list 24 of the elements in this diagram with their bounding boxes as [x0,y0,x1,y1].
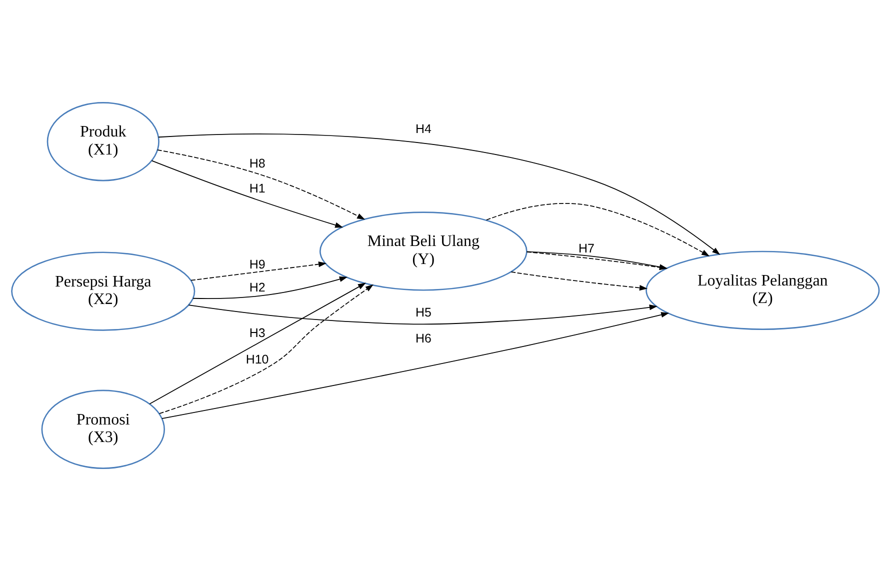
node-ellipse: Produk (X1) [46,102,160,181]
arrow [188,304,658,324]
edge-label: H1 [249,181,266,196]
edge-label: H10 [246,352,269,366]
arrow [159,284,374,414]
arrow [190,261,327,280]
edge-label: H5 [415,304,432,319]
arrow [158,133,720,254]
arrow [157,148,366,220]
node-ellipse: Promosi (X3) [41,389,165,468]
edge-label: H7 [578,240,594,255]
arrow [192,276,348,298]
arrow [486,202,710,256]
arrow [162,312,670,419]
arrow [149,282,366,404]
edge-label: H4 [415,121,432,136]
edge-label: H3 [249,325,266,340]
arrow [510,271,648,290]
edge-label: H8 [249,156,266,170]
edge-label: H2 [249,280,266,294]
node-ellipse: Persepsi Harga (X2) [11,251,196,330]
edge-label: H9 [249,256,266,271]
arrow [151,160,344,228]
edge-label: H6 [415,330,432,345]
